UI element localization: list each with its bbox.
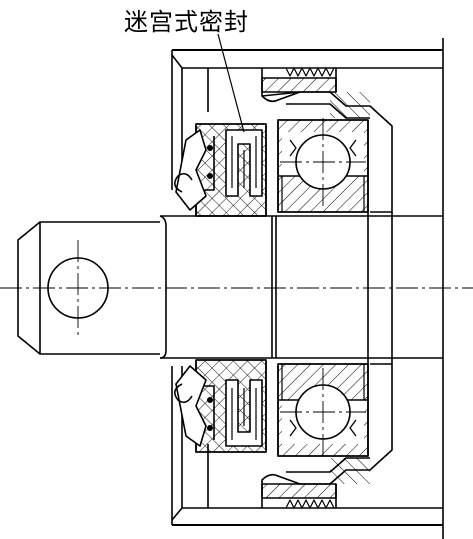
labyrinth-seal-bottom <box>174 359 267 453</box>
threaded-cover-top <box>261 67 393 213</box>
labyrinth-seal-top <box>174 123 267 217</box>
callout-leader <box>217 33 245 133</box>
seal-callout-label: 迷宫式密封 <box>124 8 249 36</box>
center-lines <box>0 118 473 456</box>
housing <box>171 38 444 539</box>
threaded-cover-bottom <box>261 363 393 509</box>
